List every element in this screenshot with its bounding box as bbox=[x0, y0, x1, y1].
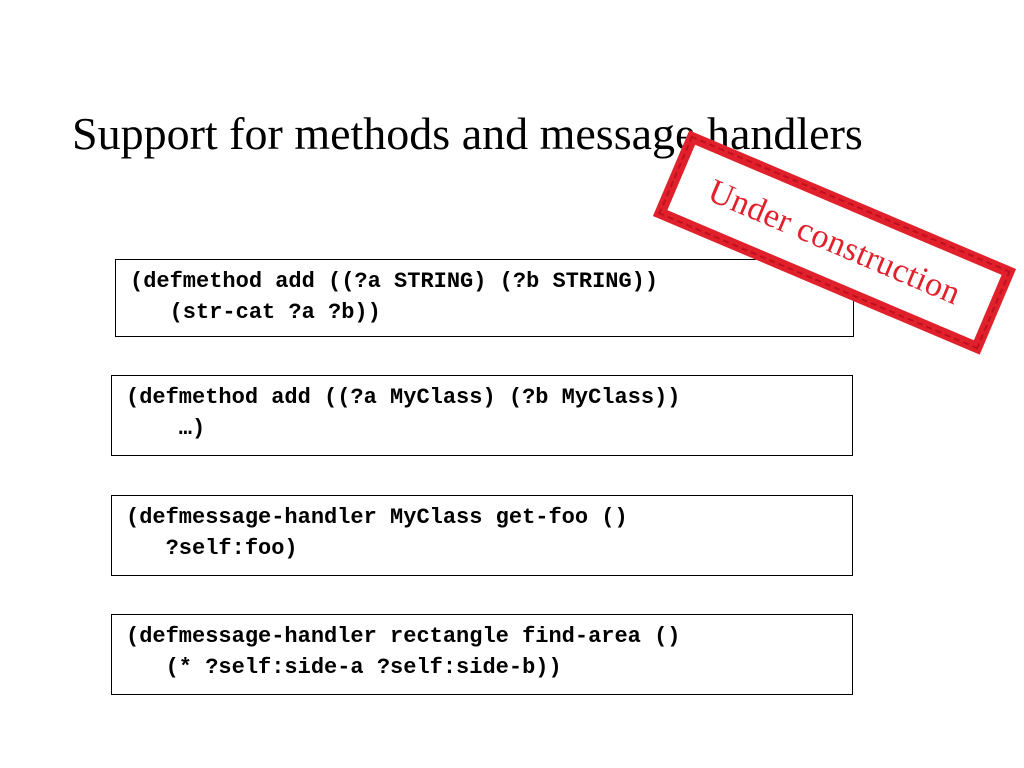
code-block-handler-find-area: (defmessage-handler rectangle find-area … bbox=[111, 614, 853, 695]
code-line: …) bbox=[126, 416, 206, 441]
slide-title: Support for methods and message handlers bbox=[72, 108, 863, 159]
code-line: (str-cat ?a ?b)) bbox=[130, 300, 381, 325]
code-line: (* ?self:side-a ?self:side-b)) bbox=[126, 655, 562, 680]
code-line: ?self:foo) bbox=[126, 536, 298, 561]
code-line: (defmessage-handler rectangle find-area … bbox=[126, 624, 681, 649]
code-line: (defmessage-handler MyClass get-foo () bbox=[126, 505, 628, 530]
code-line: (defmethod add ((?a MyClass) (?b MyClass… bbox=[126, 385, 681, 410]
code-block-defmethod-myclass: (defmethod add ((?a MyClass) (?b MyClass… bbox=[111, 375, 853, 456]
code-block-handler-get-foo: (defmessage-handler MyClass get-foo () ?… bbox=[111, 495, 853, 576]
code-block-defmethod-string: (defmethod add ((?a STRING) (?b STRING))… bbox=[115, 259, 854, 337]
code-line: (defmethod add ((?a STRING) (?b STRING)) bbox=[130, 269, 659, 294]
